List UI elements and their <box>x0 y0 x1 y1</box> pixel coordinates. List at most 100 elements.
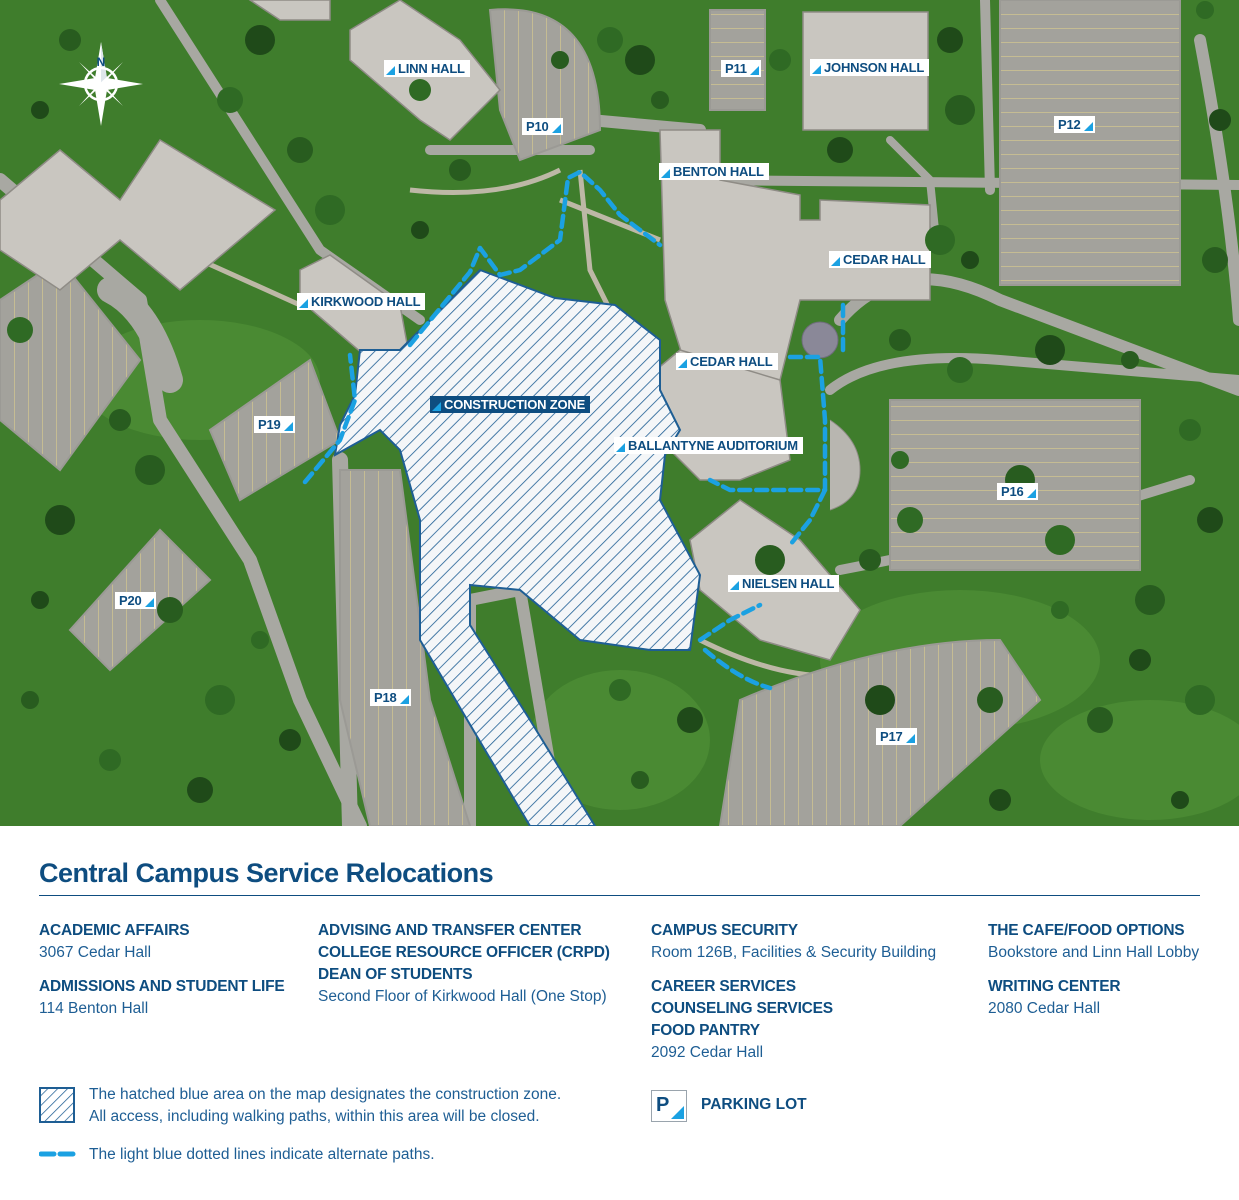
dotted-path-key-text: The light blue dotted lines indicate alt… <box>89 1146 435 1163</box>
tree <box>889 329 911 351</box>
service-heading: CAREER SERVICES <box>651 978 796 995</box>
tree <box>411 221 429 239</box>
legend-column-3: CAMPUS SECURITY Room 126B, Facilities & … <box>651 920 936 1064</box>
service-heading: COLLEGE RESOURCE OFFICER (CRPD) <box>318 944 610 961</box>
tree <box>1209 109 1231 131</box>
service-location: Second Floor of Kirkwood Hall (One Stop) <box>318 988 607 1005</box>
service-location: 3067 Cedar Hall <box>39 944 152 961</box>
tree <box>891 451 909 469</box>
tree <box>677 707 703 733</box>
tree <box>609 679 631 701</box>
tree <box>925 225 955 255</box>
tree <box>859 549 881 571</box>
construction-zone-area <box>333 268 702 826</box>
service-heading: ADMISSIONS AND STUDENT LIFE <box>39 978 285 995</box>
tree <box>251 631 269 649</box>
label-cedar-hall-center[interactable]: CEDAR HALL <box>676 353 778 370</box>
label-construction-zone[interactable]: CONSTRUCTION ZONE <box>430 396 591 413</box>
tree <box>109 409 131 431</box>
parking-label-p19[interactable]: P19 <box>254 416 295 433</box>
tree <box>897 507 923 533</box>
tree <box>7 317 33 343</box>
service-heading: THE CAFE/FOOD OPTIONS <box>988 922 1185 939</box>
parking-label-p11[interactable]: P11 <box>721 60 761 77</box>
legend-column-2: ADVISING AND TRANSFER CENTER COLLEGE RES… <box>318 920 610 1008</box>
parking-key-icon: P <box>651 1090 687 1122</box>
tree <box>157 597 183 623</box>
tree <box>1185 685 1215 715</box>
hatch-key-line-1: The hatched blue area on the map designa… <box>89 1086 562 1103</box>
tree <box>1135 585 1165 615</box>
service-heading: FOOD PANTRY <box>651 1022 760 1039</box>
hatch-key-line-2: All access, including walking paths, wit… <box>89 1108 540 1125</box>
label-linn-hall[interactable]: LINN HALL <box>384 60 470 77</box>
hatch-key-text: The hatched blue area on the map designa… <box>89 1084 561 1128</box>
service-heading: DEAN OF STUDENTS <box>318 966 473 983</box>
tree <box>961 251 979 269</box>
tree <box>31 101 49 119</box>
tree <box>205 685 235 715</box>
service-location: Bookstore and Linn Hall Lobby <box>988 944 1200 961</box>
label-kirkwood-hall[interactable]: KIRKWOOD HALL <box>297 293 426 310</box>
tree <box>1171 791 1189 809</box>
parking-key-symbol: P <box>656 1094 670 1116</box>
tree <box>945 95 975 125</box>
tree <box>1129 649 1151 671</box>
tree <box>21 691 39 709</box>
label-ballantyne-auditorium[interactable]: BALLANTYNE AUDITORIUM <box>614 437 803 454</box>
compass-rose-icon: N <box>59 42 143 126</box>
parking-label-p12[interactable]: P12 <box>1054 116 1095 133</box>
label-nielsen-hall[interactable]: NIELSEN HALL <box>728 575 840 592</box>
tree <box>977 687 1003 713</box>
tree <box>1087 707 1113 733</box>
tree <box>135 455 165 485</box>
tree <box>937 27 963 53</box>
tree <box>631 771 649 789</box>
service-location: 114 Benton Hall <box>39 1000 149 1017</box>
tree <box>279 729 301 751</box>
tree <box>217 87 243 113</box>
parking-label-p18[interactable]: P18 <box>370 689 411 706</box>
tree <box>1045 525 1075 555</box>
parking-label-p10[interactable]: P10 <box>522 118 563 135</box>
parking-label-p20[interactable]: P20 <box>115 592 156 609</box>
campus-map: N <box>0 0 1239 826</box>
tree <box>1196 1 1214 19</box>
service-heading: ADVISING AND TRANSFER CENTER <box>318 922 582 939</box>
dotted-path-key-icon <box>39 1151 79 1157</box>
rotunda <box>801 321 839 359</box>
tree <box>31 591 49 609</box>
tree <box>865 685 895 715</box>
trees <box>7 1 1231 811</box>
legend-column-4: THE CAFE/FOOD OPTIONS Bookstore and Linn… <box>988 920 1199 1020</box>
tree <box>409 79 431 101</box>
auditorium-dome <box>829 419 861 511</box>
legend-title: Central Campus Service Relocations <box>39 858 494 888</box>
tree <box>287 137 313 163</box>
service-location: 2080 Cedar Hall <box>988 1000 1101 1017</box>
tree <box>597 27 623 53</box>
tree <box>1197 507 1223 533</box>
parking-key-text: PARKING LOT <box>701 1096 807 1113</box>
legend-column-1: ACADEMIC AFFAIRS 3067 Cedar Hall ADMISSI… <box>39 920 285 1020</box>
tree <box>827 137 853 163</box>
parking-label-p16[interactable]: P16 <box>997 483 1038 500</box>
service-location: Room 126B, Facilities & Security Buildin… <box>651 944 937 961</box>
tree <box>187 777 213 803</box>
parking-label-p17[interactable]: P17 <box>876 728 917 745</box>
tree <box>99 749 121 771</box>
tree <box>45 505 75 535</box>
service-heading: CAMPUS SECURITY <box>651 922 798 939</box>
alternate-paths <box>302 169 846 691</box>
label-johnson-hall[interactable]: JOHNSON HALL <box>810 59 930 76</box>
service-heading: WRITING CENTER <box>988 978 1121 995</box>
tree <box>755 545 785 575</box>
tree <box>769 49 791 71</box>
tree <box>245 25 275 55</box>
label-cedar-hall-east[interactable]: CEDAR HALL <box>829 251 931 268</box>
hatch-key-icon <box>39 1087 75 1123</box>
service-location: 2092 Cedar Hall <box>651 1044 764 1061</box>
label-benton-hall[interactable]: BENTON HALL <box>659 163 769 180</box>
tree <box>947 357 973 383</box>
tree <box>989 789 1011 811</box>
